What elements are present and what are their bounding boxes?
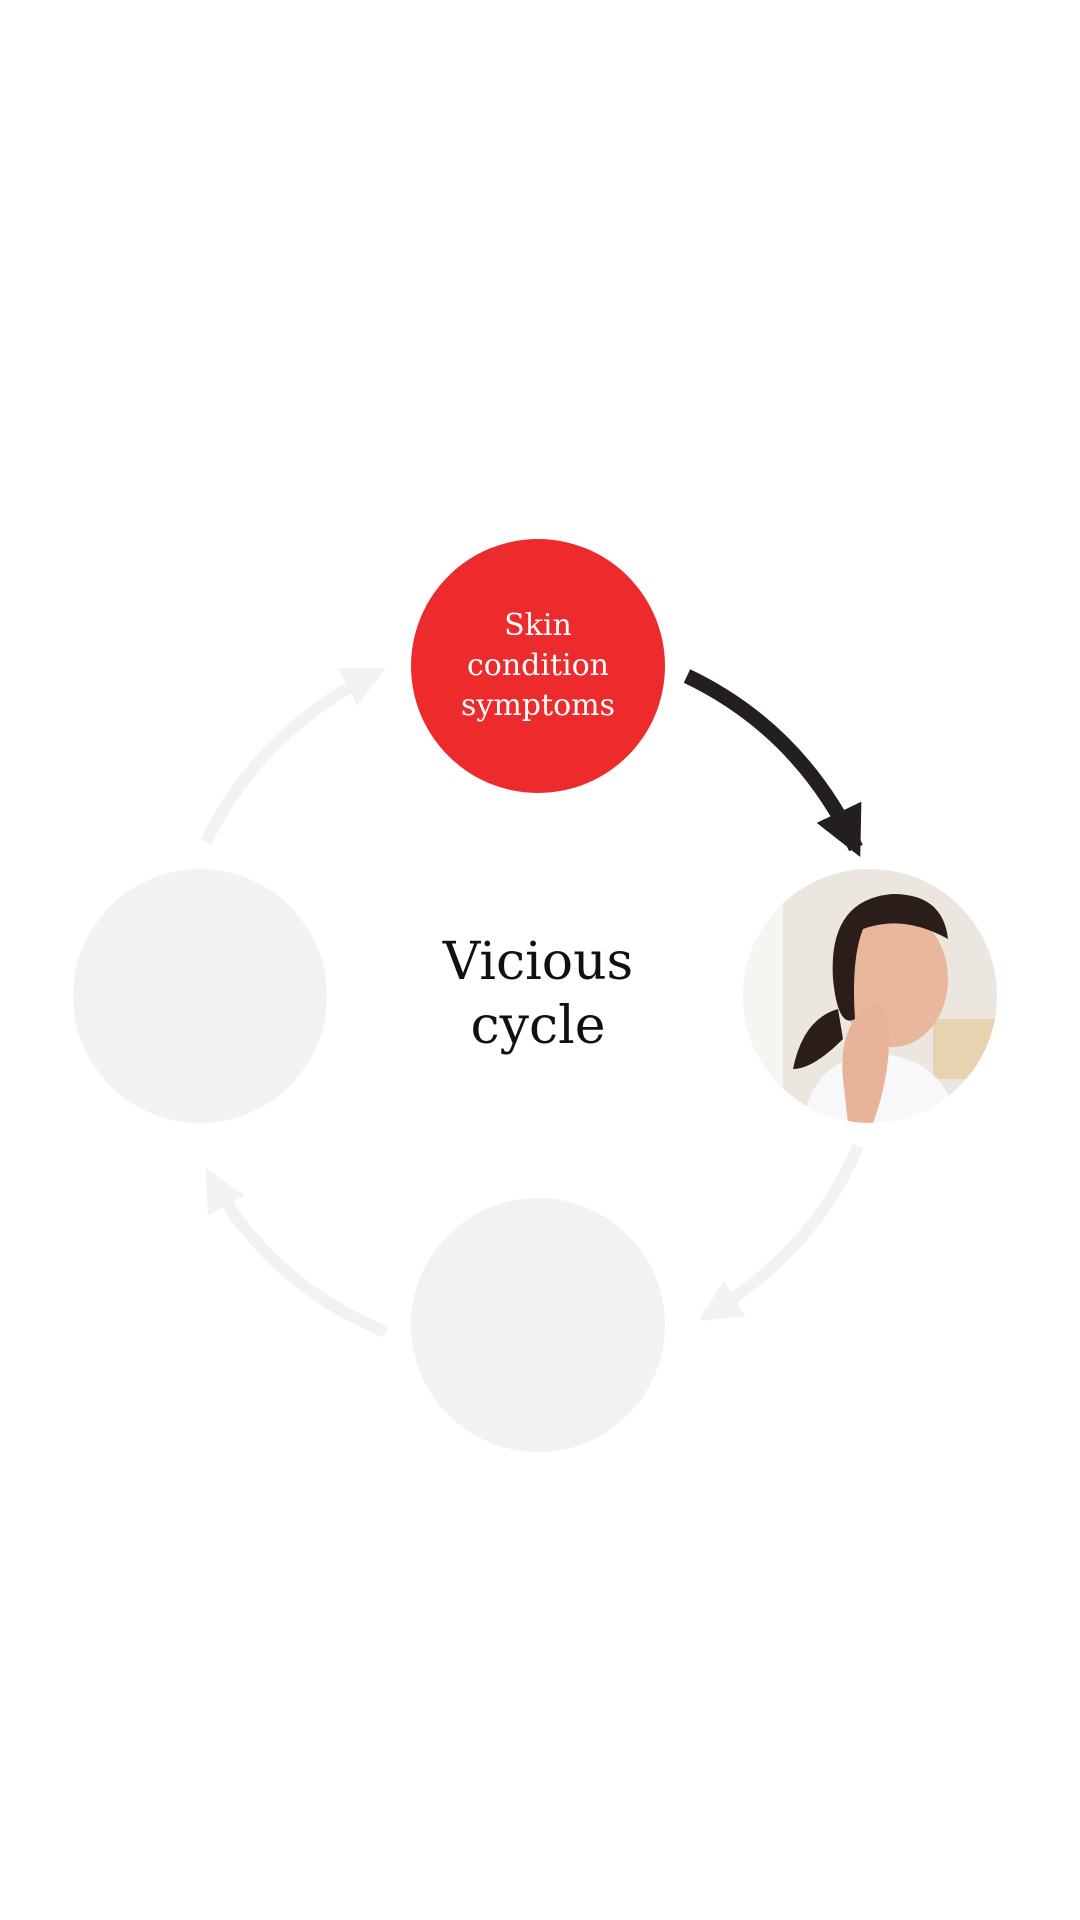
center-label-line2: cycle (470, 996, 606, 1056)
node-label-line3: symptoms (461, 688, 615, 723)
center-label: Vicious cycle (388, 930, 688, 1058)
arrow-bottom-left (204, 1168, 389, 1338)
arrow-top-left (200, 666, 386, 845)
node-label-line2: condition (466, 648, 610, 683)
node-placeholder-left (73, 869, 327, 1123)
arrow-bottom-right (698, 1143, 864, 1322)
center-label-line1: Vicious (442, 932, 634, 992)
node-skin-condition-symptoms: Skin condition symptoms (411, 539, 665, 793)
node-label-line1: Skin (504, 608, 572, 643)
photo-woman-touching-face (743, 869, 997, 1123)
node-placeholder-bottom (411, 1198, 665, 1452)
arrow-top-right (683, 669, 863, 857)
